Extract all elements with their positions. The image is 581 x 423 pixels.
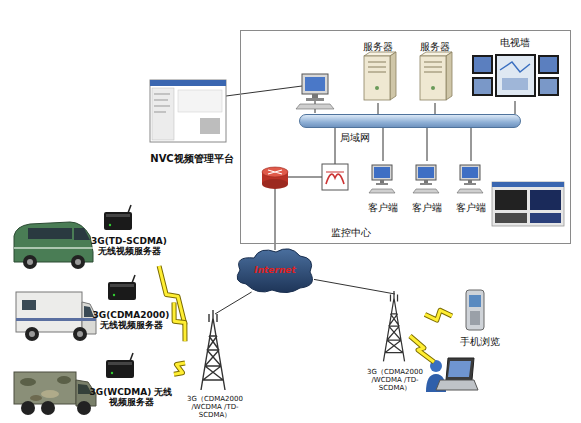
lan-bus-band: 局域网 xyxy=(299,114,521,128)
router-icon xyxy=(262,167,288,189)
network-line xyxy=(435,103,436,114)
network-line xyxy=(383,128,384,161)
node-label: 客户端 xyxy=(405,202,449,214)
node-label: 3G（CDMA2000 /WCDMA /TD-SCDMA） xyxy=(365,368,425,392)
node-label: 局域网 xyxy=(332,132,377,144)
monitor-screenshot xyxy=(492,182,564,226)
wireless-device-icon xyxy=(108,275,136,300)
wire xyxy=(335,127,336,164)
tv-wall-icon xyxy=(472,54,559,97)
wireless-link xyxy=(425,310,452,320)
monitoring-center-box: 监控中心服务器服务器电视墙局域网客户端客户端客户端 xyxy=(240,30,571,244)
vehicle-illustration xyxy=(16,292,96,341)
server-icon xyxy=(420,52,452,100)
network-line xyxy=(215,292,252,314)
node-label: 3G(CDMA2000) 无线视频服务器 xyxy=(88,310,174,331)
node-label: 服务器 xyxy=(356,41,400,53)
node-label: 电视墙 xyxy=(467,37,563,49)
cell-tower-node: 3G（CDMA2000 /WCDMA /TD-SCDMA） xyxy=(365,294,425,396)
network-line xyxy=(275,244,276,250)
wireless-device-icon xyxy=(104,205,132,230)
network-line xyxy=(515,101,516,114)
wire xyxy=(226,86,302,96)
wireless-link-outline xyxy=(174,363,185,374)
server-node: 服务器 xyxy=(411,39,459,103)
network-line xyxy=(215,292,252,314)
node-label: 服务器 xyxy=(411,41,459,53)
network-line xyxy=(314,279,395,294)
wireless-server-node: 3G(TD-SCDMA) 无线视频服务器 xyxy=(86,210,172,266)
wireless-link xyxy=(174,302,185,341)
wireless-link-outline xyxy=(425,310,452,320)
client-node: 客户端 xyxy=(405,161,449,217)
network-line xyxy=(378,103,379,114)
wireless-server-node: 3G(WCDMA) 无线视频服务器 xyxy=(88,358,174,412)
network-line xyxy=(435,103,436,114)
cell-tower-icon xyxy=(201,310,225,390)
internet-cloud-node: Internet xyxy=(236,250,314,292)
network-line xyxy=(427,128,428,161)
network-line xyxy=(471,128,472,161)
server-icon xyxy=(364,52,396,100)
network-line xyxy=(378,103,379,114)
client-pc-icon xyxy=(457,165,483,193)
network-line xyxy=(515,101,516,114)
node-label: 3G（CDMA2000 /WCDMA /TD-SCDMA） xyxy=(185,395,245,419)
client-node: 客户端 xyxy=(449,161,493,217)
laptop-user-icon xyxy=(426,358,478,392)
node-label: 监控中心 xyxy=(311,227,391,239)
network-line xyxy=(314,279,395,294)
node-label: 3G(WCDMA) 无线视频服务器 xyxy=(88,387,174,408)
vehicle-illustration xyxy=(14,222,93,269)
cell-tower-icon xyxy=(383,291,404,361)
pc-icon xyxy=(296,74,334,109)
firewall-icon xyxy=(322,164,348,190)
phone-node: 手机浏览 xyxy=(452,288,508,350)
node-label: Internet xyxy=(236,265,314,275)
wire xyxy=(288,177,322,178)
network-line xyxy=(471,128,472,161)
node-label: 3G(TD-SCDMA) 无线视频服务器 xyxy=(86,236,172,257)
wireless-link xyxy=(174,363,185,374)
client-pc-icon xyxy=(413,165,439,193)
wireless-link-outline xyxy=(174,302,185,341)
node-label: 客户端 xyxy=(449,202,493,214)
node-label: 客户端 xyxy=(361,202,405,214)
client-node: 客户端 xyxy=(361,161,405,217)
client-pc-icon xyxy=(369,165,395,193)
wire xyxy=(275,186,276,244)
platform-node: NVC视频管理平台 xyxy=(140,76,244,170)
node-label: NVC视频管理平台 xyxy=(140,153,244,165)
wire xyxy=(226,86,335,244)
software-screenshot xyxy=(150,80,226,142)
node-label: 手机浏览 xyxy=(452,336,508,348)
network-line xyxy=(275,244,276,250)
server-node: 服务器 xyxy=(356,39,400,103)
wireless-link xyxy=(410,336,434,362)
cell-tower-node: 3G（CDMA2000 /WCDMA /TD-SCDMA） xyxy=(185,314,245,423)
network-line xyxy=(383,128,384,161)
wireless-device-icon xyxy=(106,353,134,378)
wireless-server-node: 3G(CDMA2000) 无线视频服务器 xyxy=(88,280,174,336)
tv-wall-node: 电视墙 xyxy=(467,33,563,101)
mobile-phone-icon xyxy=(466,290,484,330)
network-line xyxy=(427,128,428,161)
wireless-link xyxy=(425,310,452,320)
wireless-link xyxy=(174,302,185,341)
wireless-link xyxy=(174,363,185,374)
vehicle-illustration xyxy=(14,372,96,415)
